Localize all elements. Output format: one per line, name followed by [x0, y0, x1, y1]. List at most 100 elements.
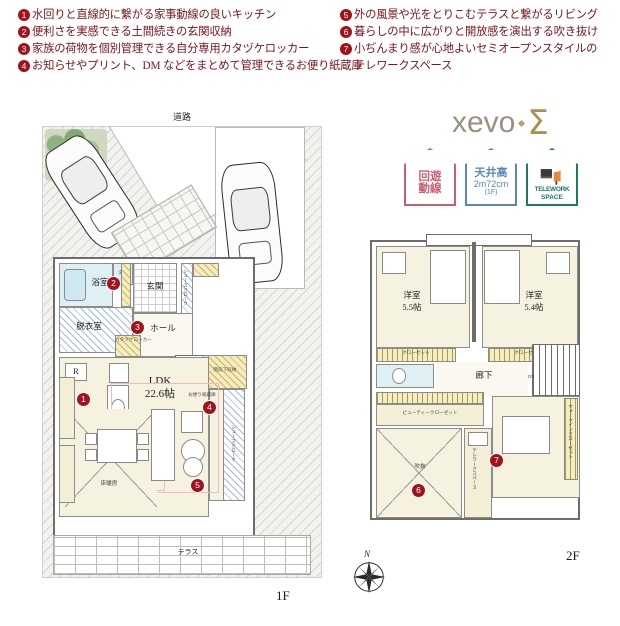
feature-text-6: 暮らしの中に広がりと開放感を演出する吹き抜け [354, 26, 599, 38]
label-down: DN [527, 374, 535, 379]
room-entrance [133, 263, 177, 313]
storage-shoe-closet [181, 263, 193, 315]
room-beauty-closet [376, 404, 484, 426]
floor-plan-2f: 洋室 5.5帖 洋室 5.4帖 クローゼット クローゼット 廊下 DN ビューテ… [362, 232, 600, 550]
dining-chair-icon [137, 449, 149, 461]
badge-line2: SPACE [541, 193, 563, 201]
storage-left-strip-2 [59, 445, 75, 503]
feature-item: 7 小ぢんまり感が心地よいセミオープンスタイルの [340, 42, 612, 57]
badge-line1: 天井高 [474, 167, 508, 179]
desk-left-icon [382, 252, 406, 274]
marker-5: 5 [191, 479, 204, 492]
terrace-area [53, 535, 311, 575]
feature-number-3: 3 [18, 43, 30, 55]
feature-list-left: 1 水回りと直線的に繋がる家事動線の良いキッチン 2 便利さを実感できる土間続き… [18, 8, 363, 76]
label-ldk-name: LDK [148, 375, 172, 387]
bedroom-partition-wall [472, 242, 476, 342]
cooktop-icon [109, 363, 129, 383]
desk-right-icon [546, 252, 570, 274]
storage-right-hatch [223, 389, 245, 501]
label-bedroom-right-name: 洋室 [525, 290, 543, 300]
side-table-icon [181, 411, 203, 433]
beauty-closet-rail [376, 392, 484, 404]
floor-caption-1f: 1F [276, 588, 290, 603]
feature-text-2: 便利さを実感できる土間続きの玄関収納 [32, 26, 232, 38]
marker-6: 6 [412, 484, 425, 497]
feature-item: 3 家族の荷物を個別管理できる自分専用カタヅケロッカー [18, 42, 318, 57]
house-outline-1f: 浴室 洗面 玄関 シューズクローク 2 脱衣室 ホール カタヅケロッカー 3 [53, 257, 255, 547]
feature-item-continued: テレワークスペース [340, 59, 612, 74]
label-closet-right: クローゼット [514, 350, 542, 355]
marker-7: 7 [490, 454, 503, 467]
label-ldk-size: 22.6帖 [144, 388, 176, 400]
floor-caption-2f: 2F [566, 548, 580, 563]
marker-4: 4 [203, 401, 216, 414]
feature-number-4: 4 [18, 60, 30, 72]
feature-number-6: 6 [340, 26, 352, 38]
label-beauty-closet: ビューティークローゼット [402, 410, 458, 415]
dining-table-icon [97, 429, 137, 463]
telework-desk-icon [468, 432, 488, 446]
badge-line3: (1F) [484, 189, 498, 196]
label-corridor: 廊下 [475, 370, 493, 380]
badge-group: 回遊 動線 天井高 2m72cm (1F) TELEWORK SPACE [404, 148, 578, 206]
room-corridor [436, 362, 528, 396]
storage-entrance-right [193, 263, 219, 277]
dining-chair-icon [85, 449, 97, 461]
feature-item: 4 お知らせやプリント、DM などをまとめて管理できるお便り紙蔵庫 [18, 59, 363, 74]
label-locker: カタヅケロッカー [115, 337, 152, 342]
badge-line1: 回遊 [418, 171, 442, 183]
desk-chair-icon [540, 169, 561, 185]
feature-text-1: 水回りと直線的に繋がる家事動線の良いキッチン [32, 9, 277, 21]
feature-item: 6 暮らしの中に広がりと開放感を演出する吹き抜け [340, 25, 612, 40]
feature-number-2: 2 [18, 26, 30, 38]
house-outline-2f: 洋室 5.5帖 洋室 5.4帖 クローゼット クローゼット 廊下 DN ビューテ… [370, 234, 580, 520]
feature-number-7: 7 [340, 43, 352, 55]
badge-ceiling-height: 天井高 2m72cm (1F) [465, 148, 517, 206]
logo-wordmark: xevo [452, 106, 516, 139]
marker-3: 3 [131, 321, 144, 334]
label-entrance: 玄関 [146, 281, 164, 291]
label-mail-storage: お便り紙蔵庫 [188, 392, 216, 397]
void-2f [376, 428, 462, 518]
feature-item: 2 便利さを実感できる土間続きの玄関収納 [18, 25, 318, 40]
balcony-2f [426, 234, 532, 246]
label-floor-heating-1: 床暖房 [100, 481, 118, 487]
badge-line2: 2m72cm [473, 179, 509, 189]
label-void-2f: 吹抜 [414, 464, 426, 470]
feature-text-5: 外の風景や光をとりこむテラスと繋がるリビング [354, 9, 598, 21]
compass-north-label: N [364, 549, 371, 559]
label-bedroom-left-size: 5.5帖 [402, 302, 422, 312]
label-bedroom-left-name: 洋室 [403, 290, 421, 300]
walk-in-closet [564, 398, 578, 480]
bathtub-icon [64, 269, 86, 301]
feature-text-7: 小ぢんまり感が心地よいセミオープンスタイルの [354, 43, 598, 55]
label-under-stair-storage: 階段下収納 [213, 367, 237, 372]
feature-number-1: 1 [18, 9, 30, 21]
marker-2: 2 [107, 277, 120, 290]
dining-chair-icon [137, 433, 149, 445]
logo-diamond-icon [518, 119, 526, 127]
label-bath: 浴室 [91, 277, 109, 287]
marker-1: 1 [77, 393, 90, 406]
storage-left-strip [59, 377, 75, 439]
label-shoe-closet: シューズクローク [183, 269, 189, 306]
xevo-sigma-logo: xevo Σ [452, 106, 549, 140]
bed-right-icon [484, 250, 520, 304]
floor-plan-1f: 道路 浴室 洗面 玄関 シューズクローク 2 [42, 108, 322, 578]
feature-text-4: お知らせやプリント、DM などをまとめて管理できるお便り紙蔵庫 [32, 60, 363, 72]
bed-left-icon [430, 250, 466, 304]
feature-text-7-continued: テレワークスペース [354, 60, 453, 72]
room-hall [133, 313, 193, 357]
label-walk-in-closet: ウォークインクローゼット [568, 404, 574, 460]
toilet-icon [392, 368, 406, 384]
logo-sigma-icon: Σ [527, 103, 549, 143]
label-changing: 脱衣室 [76, 321, 102, 331]
feature-text-3: 家族の荷物を個別管理できる自分専用カタヅケロッカー [32, 43, 310, 55]
room-toilet-2f [376, 364, 434, 388]
label-hall: ホール [150, 323, 176, 333]
feature-item: 5 外の風景や光をとりこむテラスと繋がるリビング [340, 8, 612, 23]
label-terrace: テラス [177, 548, 199, 556]
badge-line2: 動線 [418, 183, 442, 195]
label-closet-left: クローゼット [402, 350, 430, 355]
